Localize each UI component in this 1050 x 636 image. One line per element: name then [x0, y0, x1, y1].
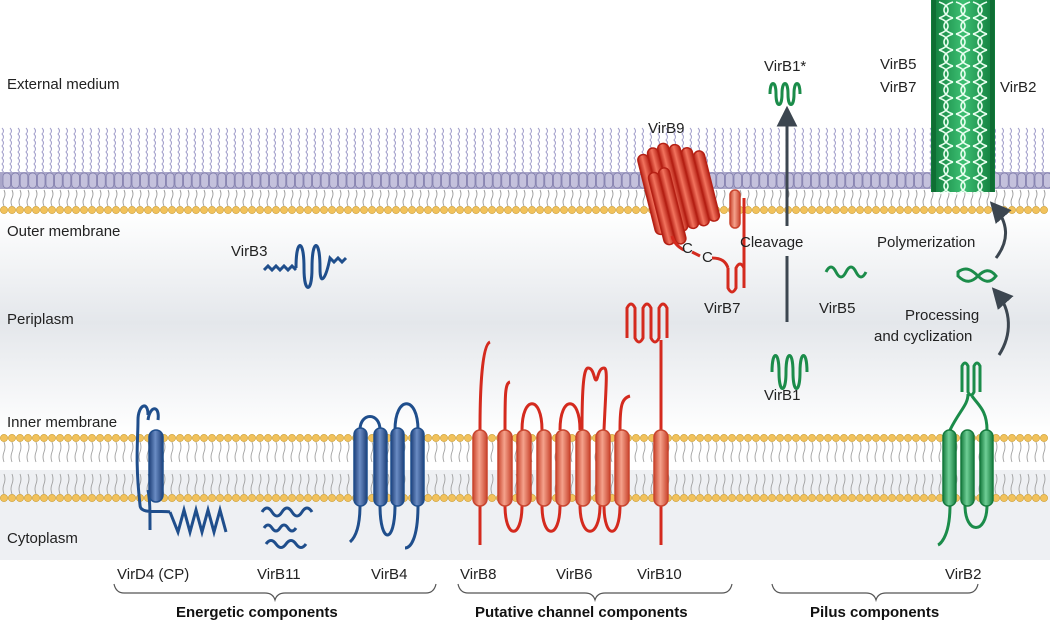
label-cyclization: and cyclization: [874, 328, 972, 345]
outer-membrane-heads: [0, 206, 1048, 214]
label-virb1-star: VirB1*: [764, 58, 806, 75]
bracket-pilus: [771, 583, 979, 603]
label-virb5-top: VirB5: [880, 56, 916, 73]
bracket-channel: [457, 583, 733, 603]
label-virb5: VirB5: [819, 300, 855, 317]
virb9-complex: [637, 142, 721, 246]
group-channel: Putative channel components: [475, 604, 688, 621]
label-virb2-top: VirB2: [1000, 79, 1036, 96]
cys-c2: C: [702, 249, 713, 266]
label-virb11: VirB11: [257, 566, 301, 583]
label-virb9: VirB9: [648, 120, 684, 137]
lps-core: [2, 172, 1050, 189]
label-virb7-top: VirB7: [880, 79, 916, 96]
virb2-membrane: [937, 361, 994, 547]
vird4-protein: [135, 404, 228, 538]
virb1-periplasm: [770, 354, 809, 390]
polymerization-arrow: [989, 201, 1012, 259]
label-virb6: VirB6: [556, 566, 592, 583]
label-outer-membrane: Outer membrane: [7, 223, 120, 240]
label-periplasm: Periplasm: [7, 311, 74, 328]
label-cleavage: Cleavage: [740, 234, 803, 251]
cys-c1: C: [682, 240, 693, 257]
virb3-protein: [262, 244, 348, 289]
group-energetic: Energetic components: [176, 604, 338, 621]
label-virb1: VirB1: [764, 387, 800, 404]
lps-layer: [1, 127, 1044, 177]
processing-arrow: [991, 287, 1014, 356]
periplasm-band: [0, 212, 1050, 434]
virb9-virb7-link: [670, 189, 746, 294]
label-vird4: VirD4 (CP): [117, 566, 189, 583]
virb5-periplasm: [824, 265, 868, 279]
bracket-energetic: [113, 583, 437, 603]
virb8-protein: [472, 340, 492, 545]
label-virb3: VirB3: [231, 243, 267, 260]
virb10-protein: [625, 302, 669, 545]
virb1-star: [768, 82, 802, 106]
label-virb10: VirB10: [637, 566, 682, 583]
virb2-cyclic: [956, 267, 998, 283]
label-virb8: VirB8: [460, 566, 496, 583]
label-external-medium: External medium: [7, 76, 120, 93]
virb6-protein: [497, 366, 631, 533]
label-processing: Processing: [905, 307, 979, 324]
label-virb4: VirB4: [371, 566, 407, 583]
label-cytoplasm: Cytoplasm: [7, 530, 78, 547]
label-polymerization: Polymerization: [877, 234, 975, 251]
group-pilus: Pilus components: [810, 604, 939, 621]
pilus-helix-pattern: [938, 1, 988, 195]
label-virb7: VirB7: [704, 300, 740, 317]
virb11-protein: [260, 506, 314, 549]
label-inner-membrane: Inner membrane: [7, 414, 117, 431]
label-virb2: VirB2: [945, 566, 981, 583]
virb4-protein: [348, 402, 425, 550]
pilus: [931, 0, 995, 195]
